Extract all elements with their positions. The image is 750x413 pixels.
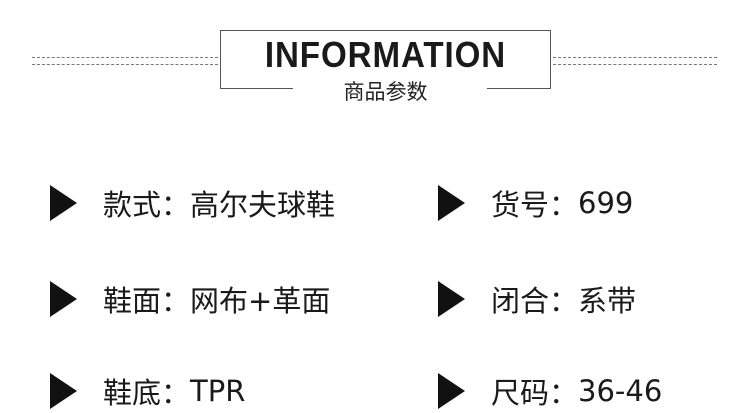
section-subtitle: 商品参数 <box>343 80 428 104</box>
spec-value: 36-46 <box>578 374 663 408</box>
spec-value: TPR <box>190 374 246 408</box>
spec-label: 闭合： <box>491 284 579 318</box>
triangle-bullet-icon <box>438 373 465 409</box>
spec-label: 尺码： <box>491 376 579 410</box>
spec-value: 699 <box>578 186 634 220</box>
spec-item: 款式：高尔夫球鞋 <box>50 182 335 224</box>
triangle-bullet-icon <box>438 281 465 317</box>
spec-item: 闭合：系带 <box>438 278 636 320</box>
spec-value: 网布+革面 <box>190 284 331 318</box>
spec-label: 款式： <box>103 188 191 222</box>
title-frame <box>220 30 551 89</box>
spec-item: 货号：699 <box>438 182 633 224</box>
triangle-bullet-icon <box>50 373 77 409</box>
spec-label: 鞋底： <box>103 376 191 410</box>
triangle-bullet-icon <box>50 185 77 221</box>
spec-label: 货号： <box>491 188 579 222</box>
divider-dashed <box>32 64 218 65</box>
spec-item: 鞋面：网布+革面 <box>50 278 330 320</box>
divider-dashed <box>32 57 218 58</box>
triangle-bullet-icon <box>50 281 77 317</box>
divider-dashed <box>553 57 717 58</box>
frame-bottom-line <box>220 88 293 89</box>
spec-item: 鞋底：TPR <box>50 370 245 412</box>
frame-bottom-line <box>487 88 551 89</box>
spec-label: 鞋面： <box>103 284 191 318</box>
spec-value: 高尔夫球鞋 <box>190 188 336 222</box>
spec-item: 尺码：36-46 <box>438 370 662 412</box>
section-title: INFORMATION <box>264 34 507 75</box>
divider-dashed <box>553 64 717 65</box>
triangle-bullet-icon <box>438 185 465 221</box>
spec-value: 系带 <box>578 284 637 318</box>
